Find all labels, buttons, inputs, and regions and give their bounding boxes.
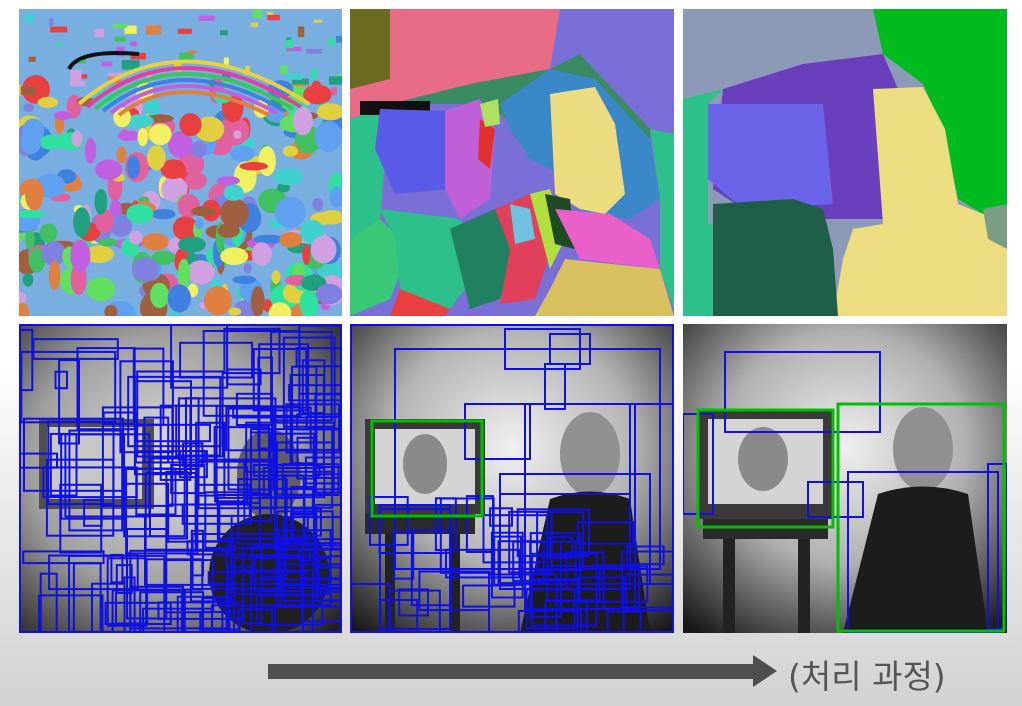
selected-tv-box (696, 408, 835, 529)
proposal-boxes-sparse (683, 324, 1007, 633)
selected-tv-box (370, 419, 484, 518)
coarse-segmentation-image (683, 9, 1007, 316)
medium-segmentation-map (350, 9, 674, 316)
proposal-boxes-medium (350, 324, 674, 633)
proposal-boxes-dense (19, 324, 342, 633)
fine-segmentation-image (19, 9, 342, 316)
many-proposals-image (19, 324, 342, 633)
process-arrow-icon (753, 655, 777, 687)
selected-person-box (836, 402, 1006, 633)
merged-proposals-image (350, 324, 674, 633)
process-arrow-shaft (268, 664, 755, 679)
final-proposals-image (683, 324, 1007, 633)
process-label: (처리 과정) (788, 657, 946, 696)
coarse-segmentation-map (683, 9, 1007, 316)
process-arrow-row: (처리 과정) (268, 649, 1022, 696)
medium-segmentation-image (350, 9, 674, 316)
fine-segmentation-map (19, 9, 342, 316)
